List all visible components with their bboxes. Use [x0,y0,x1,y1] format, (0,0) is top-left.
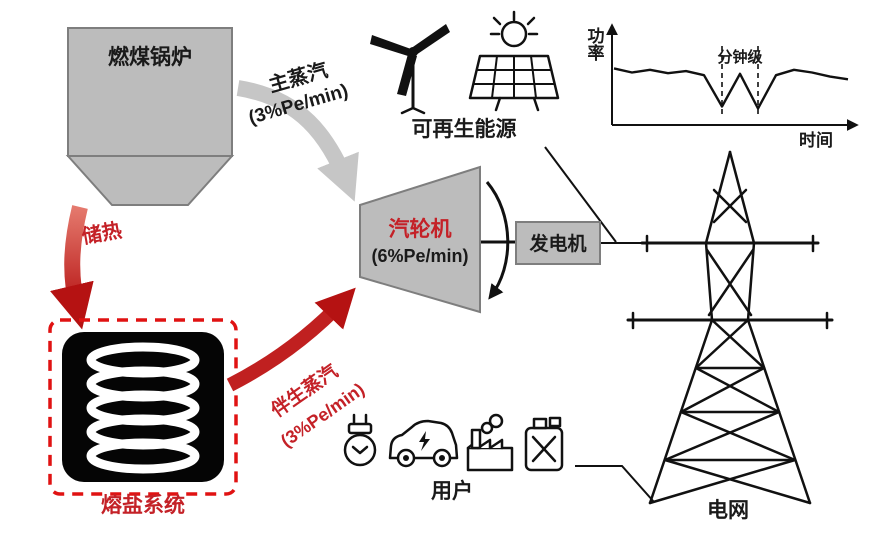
power-time-chart: 功率 时间 分钟级 [585,23,859,150]
electric-car-icon [388,419,459,468]
generator: 发电机 [515,221,601,265]
rotation-arrow [485,181,510,300]
main-steam-arrow [236,80,359,202]
users-to-grid-line [575,465,655,503]
turbine-label-1: 汽轮机 [389,217,452,241]
users-label: 用户 [431,479,473,503]
molten-salt-system: 熔盐系统 [48,318,238,517]
molten-salt-label: 熔盐系统 [101,493,185,517]
heat-storage-arrow [50,205,94,330]
coil-icon [86,342,200,474]
chart-annotation: 分钟级 [717,48,763,66]
molten-salt-dashed-border [48,318,238,496]
generator-label: 发电机 [528,232,586,255]
chart-x-label: 时间 [799,130,833,150]
coal-boiler: 燃煤锅炉 [65,27,235,206]
power-curve [613,67,849,110]
molten-salt-box [62,332,224,482]
turbine-label-2: (6%Pe/min) [371,246,468,266]
grid-label: 电网 [707,499,749,522]
lightbulb-plug-icon [343,413,377,467]
fuel-can-icon [524,416,564,472]
solar-panel-icon [468,10,560,112]
renewable-label: 可再生能源 [412,117,517,141]
factory-icon [466,413,514,472]
assoc-steam-arrow [226,287,356,392]
chart-y-label: 功率 [585,27,605,62]
transmission-tower-icon [626,150,834,505]
renewable-to-grid-line [544,146,617,243]
steam-turbine: 汽轮机 (6%Pe/min) [359,165,481,314]
boiler-label: 燃煤锅炉 [108,45,192,69]
wind-turbine-icon [370,24,450,115]
